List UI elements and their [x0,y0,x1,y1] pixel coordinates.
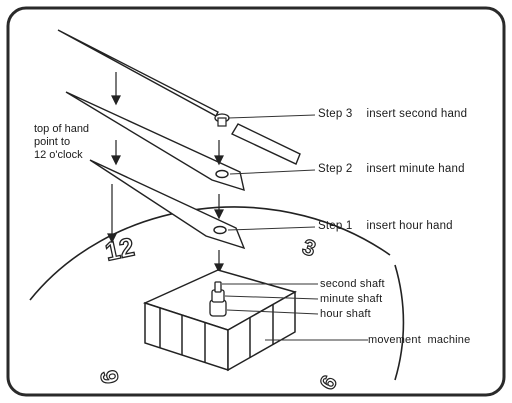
step-2-label: Step 2 insert minute hand [318,162,465,176]
movement-machine-label: movement machine [368,334,471,346]
hour-shaft-label: hour shaft [320,308,371,320]
clock-face-right-arc [394,264,405,381]
outer-frame [6,6,506,397]
part-leader-lines [222,283,368,341]
dial-number-9: 9 [94,368,123,386]
step-3-number: Step 3 [318,108,353,120]
step-2-number: Step 2 [318,163,353,175]
step-leader-lines [227,114,316,231]
shafts [209,281,227,317]
dial-number-12: 12 [102,231,137,266]
step-3-label: Step 3 insert second hand [318,107,467,121]
down-arrows [107,72,224,274]
second-hand [57,29,301,165]
step-1-label: Step 1 insert hour hand [318,219,453,233]
clock-face-arc [29,206,391,301]
minute-shaft-label: minute shaft [320,293,383,305]
hour-hand [89,159,246,250]
step-1-number: Step 1 [318,220,353,232]
step-1-text: insert hour hand [366,220,453,232]
step-3-text: insert second hand [366,108,468,120]
step-2-text: insert minute hand [366,163,465,175]
second-shaft-label: second shaft [320,278,385,290]
minute-hand [65,91,245,192]
hand-alignment-note: top of hand point to 12 o'clock [34,123,90,161]
